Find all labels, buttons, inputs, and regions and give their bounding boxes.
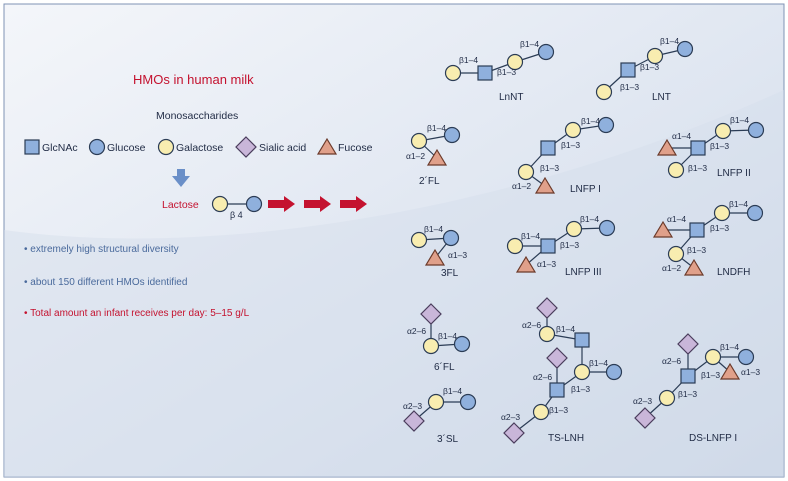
legend-sialic-acid: Sialic acid: [259, 142, 306, 154]
glcnac-square-icon: [24, 139, 40, 155]
svg-text:α2–6: α2–6: [662, 356, 681, 366]
structure-name: TS-LNH: [548, 433, 584, 444]
legend-glcnac: GlcNAc: [42, 142, 78, 154]
svg-text:β1–3: β1–3: [540, 163, 559, 173]
svg-text:β1–3: β1–3: [571, 384, 590, 394]
svg-text:β1–3: β1–3: [687, 245, 706, 255]
svg-text:β1–4: β1–4: [521, 231, 540, 241]
svg-text:β1–4: β1–4: [459, 55, 478, 65]
structure-name: LNFP III: [565, 267, 602, 278]
svg-text:β1–3: β1–3: [710, 223, 729, 233]
svg-text:α1–4: α1–4: [667, 214, 686, 224]
structure-name: 3FL: [441, 268, 459, 279]
lactose-structure: Lactose β 4: [162, 195, 263, 220]
svg-text:β1–4: β1–4: [438, 331, 457, 341]
svg-text:β1–4: β1–4: [589, 358, 608, 368]
structure-lnfp3: β1–4 β1–4 β1–3 α1–3 LNFP III: [506, 214, 616, 278]
svg-text:β1–4: β1–4: [427, 123, 446, 133]
bullet-item: • extremely high structural diversity: [24, 244, 179, 255]
structure-name: 2´FL: [419, 175, 440, 187]
svg-text:β1–3: β1–3: [620, 82, 639, 92]
svg-text:α1–3: α1–3: [448, 250, 467, 260]
legend: GlcNAc Glucose Galactose Sialic acid Fuc…: [24, 136, 373, 158]
svg-text:α1–3: α1–3: [741, 367, 760, 377]
lactose-label: Lactose: [162, 199, 199, 211]
svg-text:α2–6: α2–6: [533, 372, 552, 382]
svg-text:α1–2: α1–2: [406, 151, 425, 161]
structure-name: 6´FL: [434, 361, 455, 373]
svg-text:β1–3: β1–3: [560, 240, 579, 250]
structure-name: DS-LNFP I: [689, 433, 737, 444]
structure-name: LNFP II: [717, 168, 751, 179]
svg-text:β1–4: β1–4: [660, 36, 679, 46]
svg-text:β1–3: β1–3: [549, 405, 568, 415]
structure-3fl: β1–4 α1–3 3FL: [410, 224, 467, 279]
bullet-item: • Total amount an infant receives per da…: [24, 308, 250, 319]
legend-galactose: Galactose: [176, 142, 223, 154]
svg-text:β1–4: β1–4: [424, 224, 443, 234]
svg-text:α2–6: α2–6: [407, 326, 426, 336]
structure-lnnt: β1–4 β1–4 β1–3 LnNT: [444, 39, 555, 103]
svg-text:α2–6: α2–6: [522, 320, 541, 330]
glucose-circle-icon: [88, 138, 106, 156]
svg-text:β1–3: β1–3: [640, 62, 659, 72]
svg-text:β1–3: β1–3: [678, 389, 697, 399]
svg-text:α2–3: α2–3: [403, 401, 422, 411]
monosaccharides-heading: Monosaccharides: [156, 110, 238, 122]
svg-text:β1–4: β1–4: [556, 324, 575, 334]
structure-name: LnNT: [499, 92, 523, 103]
structure-2fl: β1–4 α1–2 2´FL: [406, 123, 461, 187]
svg-text:α2–3: α2–3: [633, 396, 652, 406]
down-arrow-icon: [172, 169, 190, 187]
svg-text:β1–4: β1–4: [580, 214, 599, 224]
svg-text:β1–3: β1–3: [688, 163, 707, 173]
bullet-item: • about 150 different HMOs identified: [24, 277, 187, 288]
structure-lnt: β1–4 β1–3 β1–3 LNT: [595, 36, 694, 103]
structure-3sl: β1–4 α2–3 3´SL: [403, 386, 477, 445]
structure-name: 3´SL: [437, 433, 459, 445]
svg-text:α1–4: α1–4: [672, 131, 691, 141]
svg-text:β1–3: β1–3: [497, 67, 516, 77]
svg-text:α1–3: α1–3: [537, 259, 556, 269]
structure-ds-lnfp1: α2–6 β1–4 α1–3 β1–3 α2–3 β1–3 DS-LNFP I: [633, 333, 760, 444]
bullet-list: • extremely high structural diversity • …: [24, 244, 250, 319]
svg-text:α1–2: α1–2: [512, 181, 531, 191]
structure-name: LNDFH: [717, 267, 750, 278]
svg-text:β1–4: β1–4: [520, 39, 539, 49]
structure-6sl: α2–6 β1–4 6´FL: [407, 303, 471, 373]
structure-lnfp1: β1–4 β1–3 β1–3 α1–2 LNFP I: [512, 116, 615, 195]
svg-text:α2–3: α2–3: [501, 412, 520, 422]
svg-text:β1–4: β1–4: [443, 386, 462, 396]
page-title: HMOs in human milk: [133, 72, 254, 87]
svg-text:β1–4: β1–4: [720, 342, 739, 352]
svg-text:β1–3: β1–3: [701, 370, 720, 380]
svg-text:β1–4: β1–4: [581, 116, 600, 126]
galactose-circle-icon: [157, 138, 175, 156]
structure-name: LNT: [652, 92, 671, 103]
svg-text:β1–4: β1–4: [730, 115, 749, 125]
structure-ts-lnh: α2–6 β1–4 α2–6 β1–4 β1–3 α2–3 β1–3 TS-LN…: [501, 297, 623, 444]
structure-lnfp2: α1–4 β1–4 β1–3 β1–3 LNFP II: [657, 115, 765, 179]
lactose-bond: β 4: [230, 210, 243, 220]
svg-text:β1–3: β1–3: [561, 140, 580, 150]
structure-lndfh: α1–4 β1–4 β1–3 β1–3 α1–2 LNDFH: [653, 199, 764, 278]
structure-name: LNFP I: [570, 184, 601, 195]
legend-glucose: Glucose: [107, 142, 146, 154]
svg-text:β1–4: β1–4: [729, 199, 748, 209]
svg-text:α1–2: α1–2: [662, 263, 681, 273]
legend-fucose: Fucose: [338, 142, 373, 154]
svg-text:β1–3: β1–3: [710, 141, 729, 151]
